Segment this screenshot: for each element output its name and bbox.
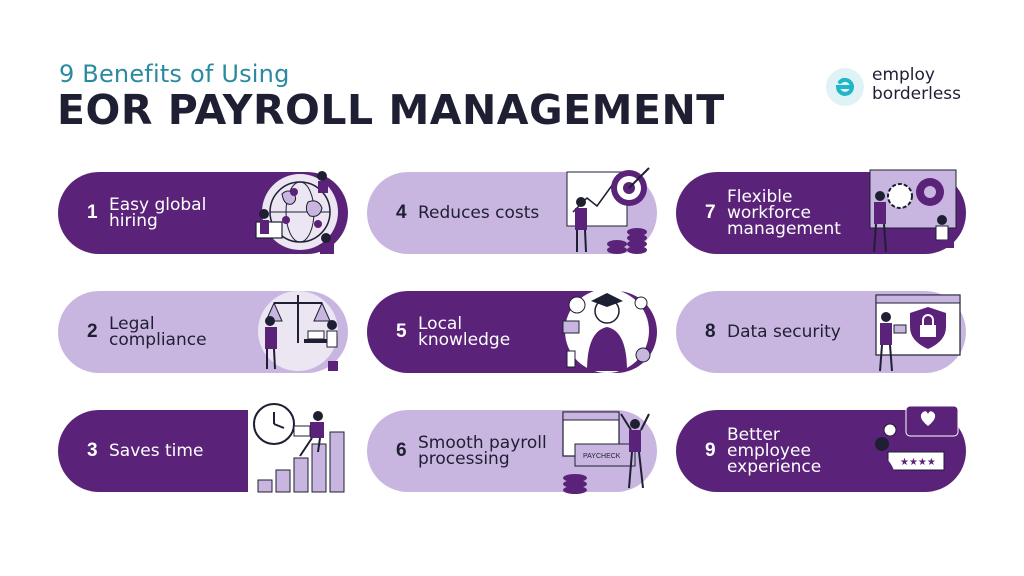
benefit-number: 7 (705, 202, 716, 223)
benefit-number: 2 (87, 321, 98, 342)
gears-workforce-icon (869, 169, 957, 253)
graduate-thinking-icon (562, 289, 651, 373)
globe-hiring-icon (255, 171, 338, 254)
benefit-number: 9 (705, 440, 716, 461)
brand-name-line1: employ (872, 65, 935, 85)
benefit-card-1: 1 Easy global hiring (58, 171, 348, 254)
benefit-card-8: 8 Data security (676, 291, 966, 373)
brand-mark-icon (826, 68, 864, 106)
svg-text:★★★★: ★★★★ (900, 457, 936, 468)
benefit-label: Data security (727, 322, 841, 342)
benefit-label: Flexible workforce management (727, 187, 841, 239)
benefit-label: Reduces costs (418, 203, 540, 223)
benefit-label: Better employee experience (727, 425, 822, 477)
benefit-number: 1 (87, 202, 98, 223)
benefit-number: 4 (396, 202, 407, 223)
benefit-card-9: 9 Better employee experience ★★★★ (676, 405, 966, 492)
scales-compliance-icon (258, 291, 338, 371)
benefit-label: Easy global hiring (109, 195, 207, 231)
benefit-label: Local knowledge (418, 314, 511, 350)
target-coins-icon (566, 167, 650, 254)
benefit-card-7: 7 Flexible workforce management (676, 169, 966, 254)
benefit-card-5: 5 Local knowledge (367, 289, 657, 373)
benefit-number: 8 (705, 321, 716, 342)
page-title: EOR PAYROLL MANAGEMENT (57, 86, 725, 134)
benefit-number: 6 (396, 440, 407, 461)
brand-logo: employ borderless (826, 66, 976, 110)
paycheck-calendar-icon: PAYCHECK (562, 411, 650, 494)
heart-rating-icon: ★★★★ (866, 405, 959, 492)
brand-name-line2: borderless (872, 84, 962, 104)
benefit-label: Saves time (109, 441, 204, 461)
lock-shield-icon (875, 294, 961, 372)
benefit-label: Legal compliance (109, 314, 207, 350)
benefit-number: 3 (87, 440, 98, 461)
benefit-number: 5 (396, 321, 407, 342)
paycheck-label: PAYCHECK (583, 453, 621, 460)
benefit-card-2: 2 Legal compliance (58, 291, 348, 373)
benefit-label: Smooth payroll processing (418, 433, 547, 469)
clock-growth-icon (248, 400, 348, 498)
benefit-card-4: 4 Reduces costs (367, 167, 657, 254)
benefit-card-6: 6 Smooth payroll processing PAYCHECK (367, 410, 657, 494)
page-subtitle: 9 Benefits of Using (59, 60, 290, 88)
benefit-card-3: 3 Saves time (58, 400, 348, 498)
